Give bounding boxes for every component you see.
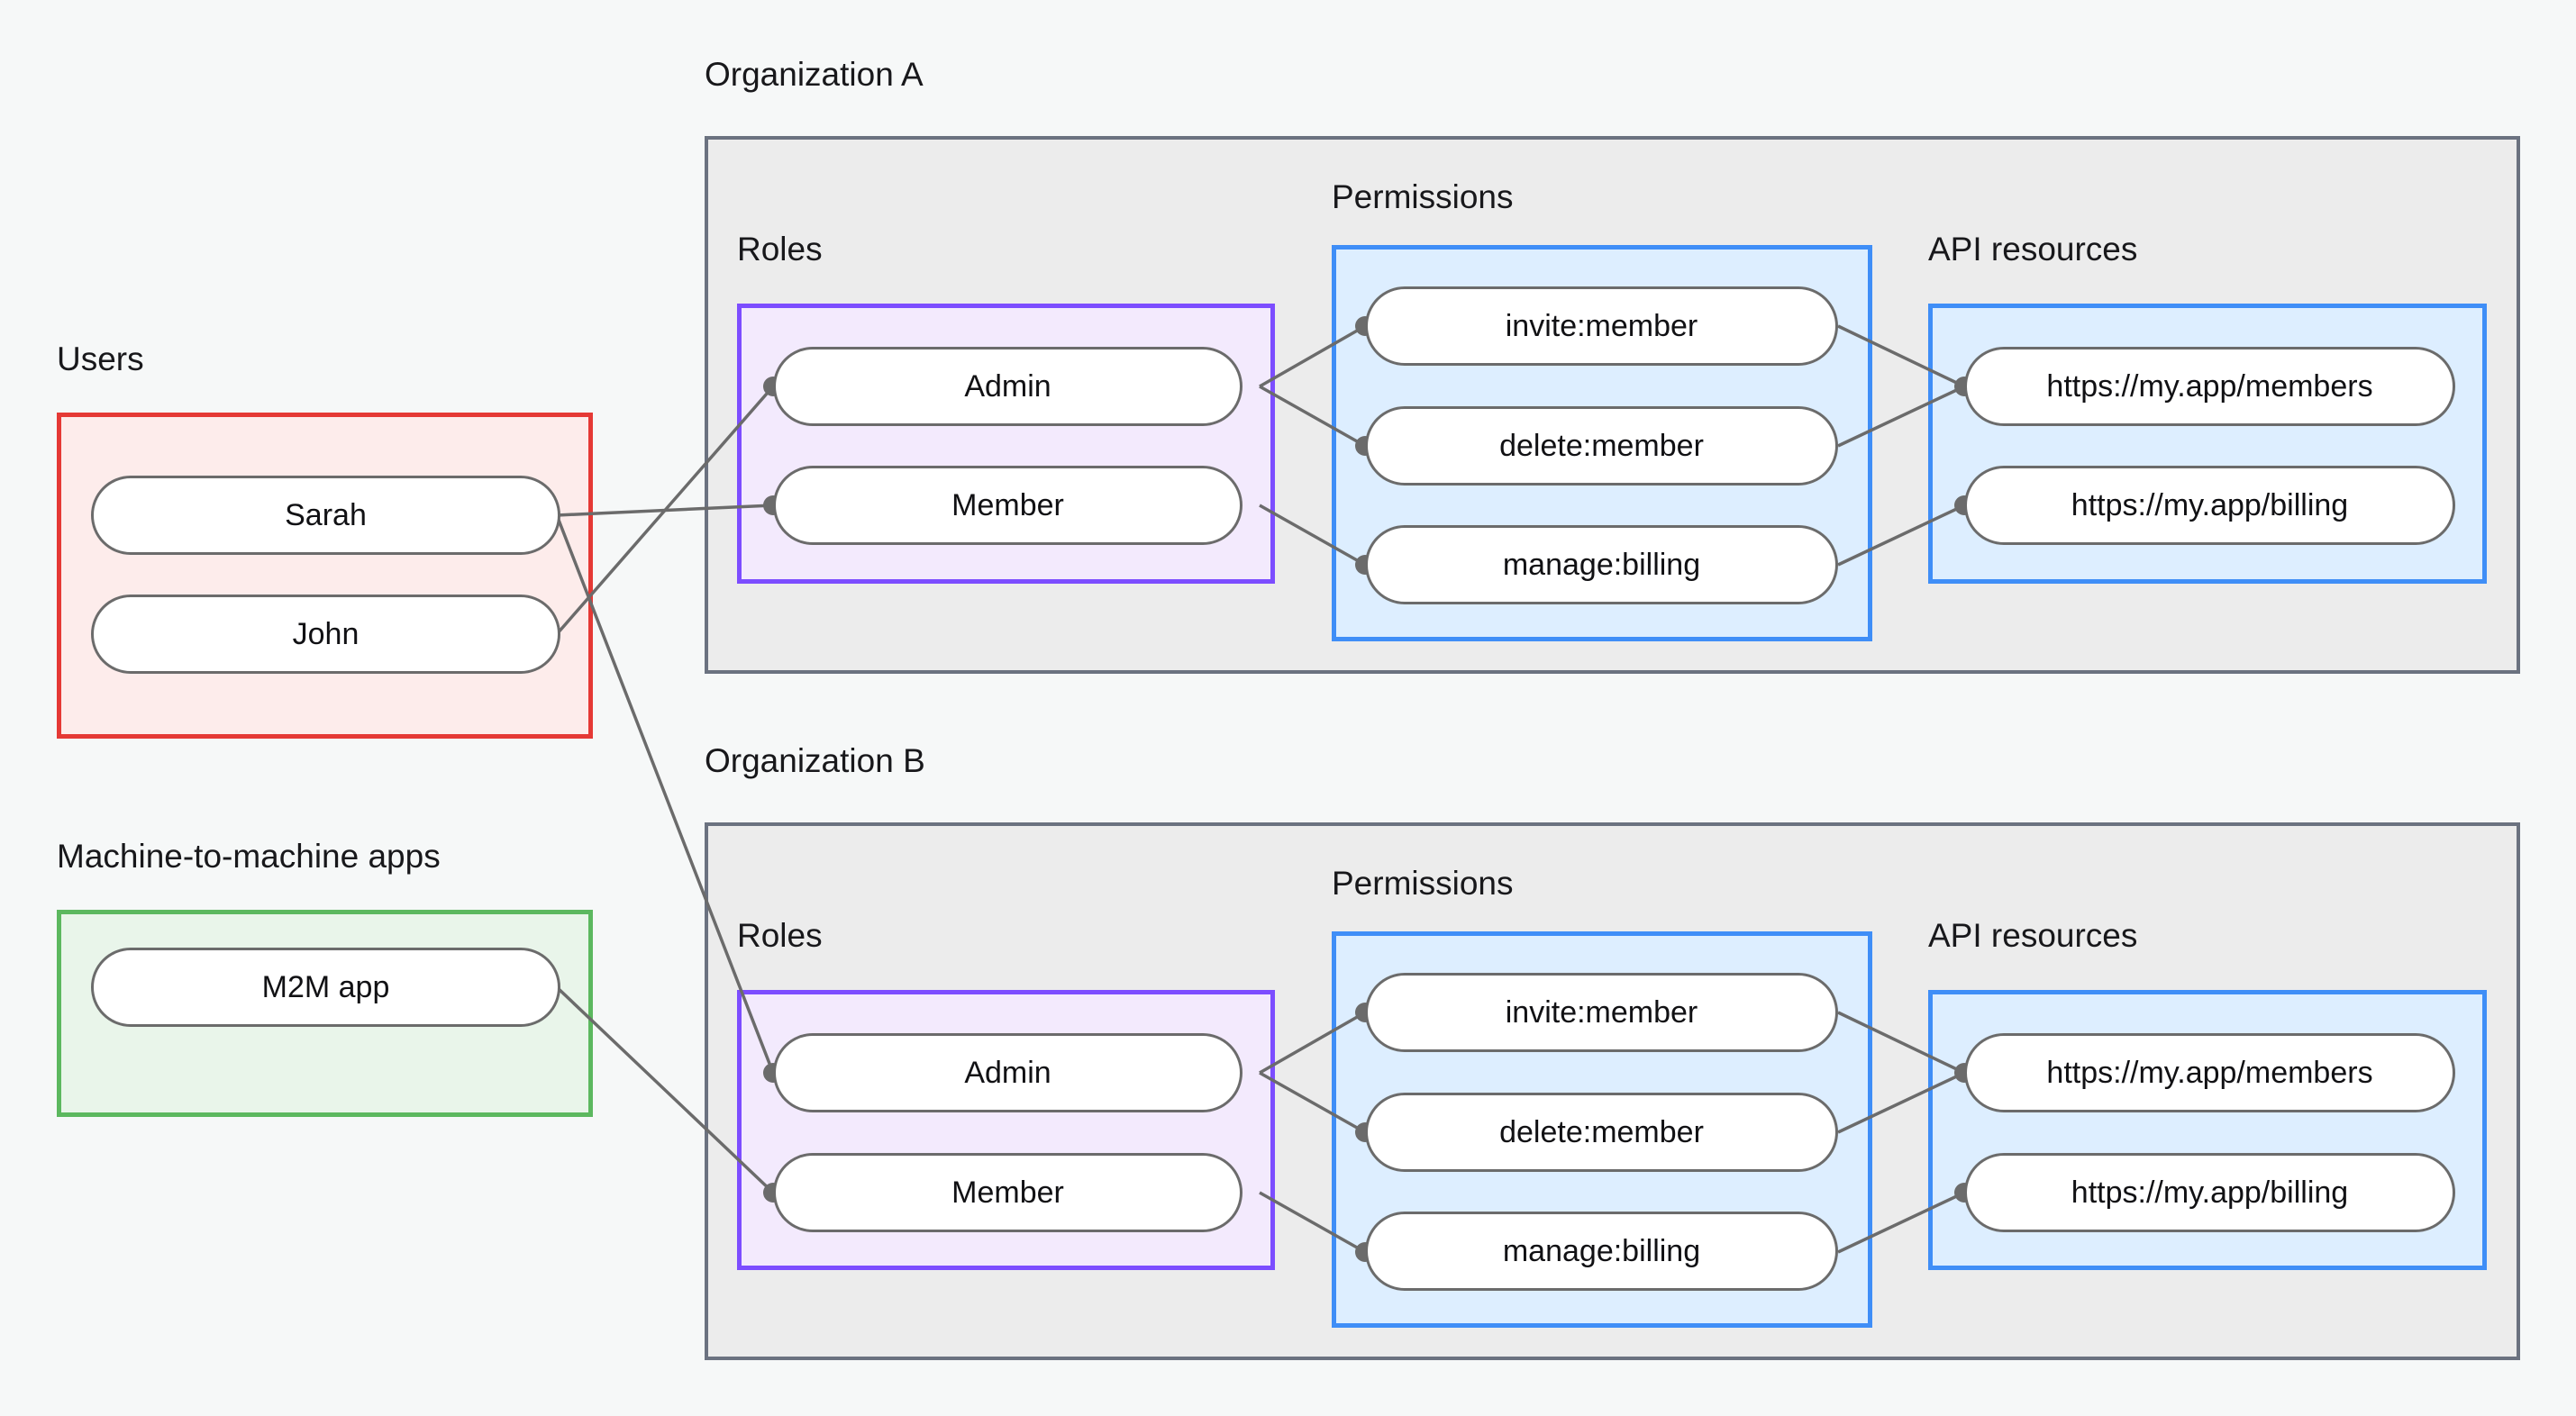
org-b-role-member[interactable]: Member (773, 1153, 1242, 1232)
org-a-permissions-label: Permissions (1332, 178, 1514, 215)
org-b-api-resource-billing[interactable]: https://my.app/billing (1964, 1153, 2455, 1232)
org-a-role-member[interactable]: Member (773, 466, 1242, 545)
m2m-node-app[interactable]: M2M app (91, 948, 560, 1027)
user-node-sarah[interactable]: Sarah (91, 476, 560, 555)
users-label: Users (57, 340, 144, 377)
org-b-roles-label: Roles (737, 917, 823, 954)
org-b-api-resource-members[interactable]: https://my.app/members (1964, 1033, 2455, 1112)
org-b-permissions-label: Permissions (1332, 865, 1514, 902)
org-b-api-resources-label: API resources (1928, 917, 2138, 954)
org-b-role-admin[interactable]: Admin (773, 1033, 1242, 1112)
org-a-api-resource-billing[interactable]: https://my.app/billing (1964, 466, 2455, 545)
org-b-title: Organization B (705, 742, 925, 779)
org-b-permission-delete-member[interactable]: delete:member (1365, 1093, 1838, 1172)
m2m-label: Machine-to-machine apps (57, 838, 441, 875)
users-group (57, 413, 593, 739)
org-a-permission-delete-member[interactable]: delete:member (1365, 406, 1838, 486)
org-a-permission-manage-billing[interactable]: manage:billing (1365, 525, 1838, 604)
org-a-roles-label: Roles (737, 231, 823, 268)
user-node-john[interactable]: John (91, 595, 560, 674)
org-b-permission-manage-billing[interactable]: manage:billing (1365, 1212, 1838, 1291)
org-a-api-resources-label: API resources (1928, 231, 2138, 268)
org-a-title: Organization A (705, 56, 924, 93)
org-a-api-resource-members[interactable]: https://my.app/members (1964, 347, 2455, 426)
org-a-permission-invite-member[interactable]: invite:member (1365, 286, 1838, 366)
org-a-role-admin[interactable]: Admin (773, 347, 1242, 426)
org-b-permission-invite-member[interactable]: invite:member (1365, 973, 1838, 1052)
